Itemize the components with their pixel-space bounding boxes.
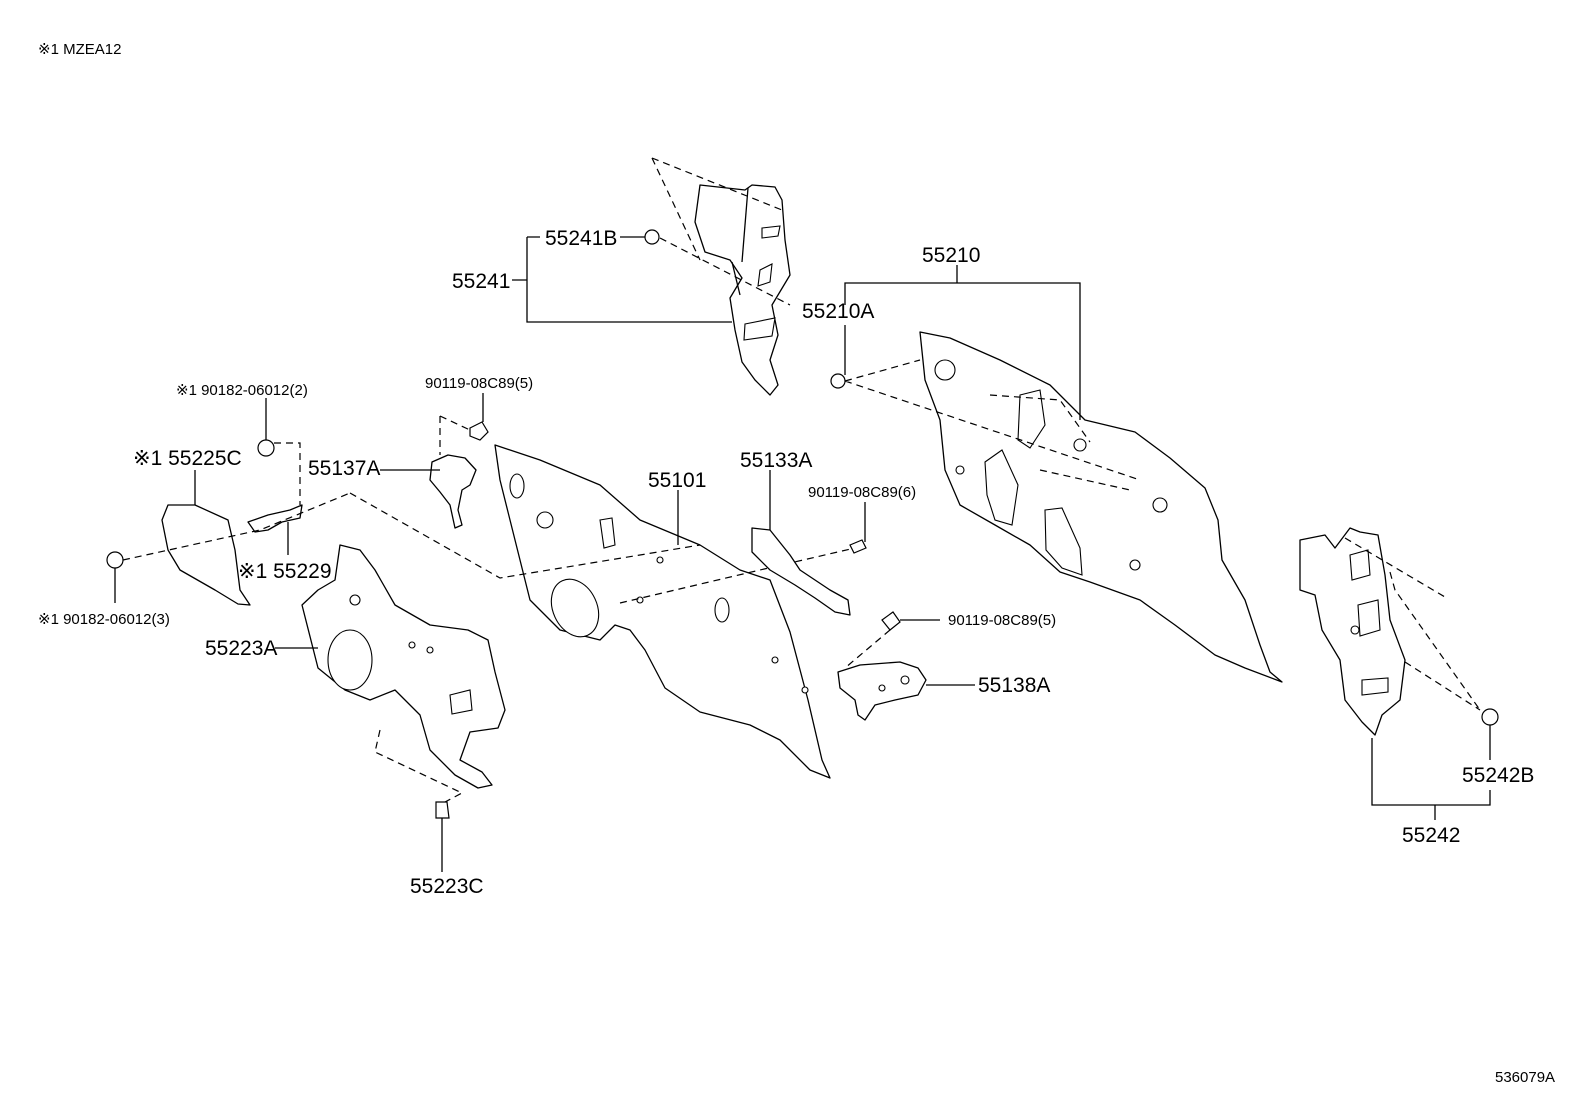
- diagram-number: 536079A: [1495, 1069, 1555, 1086]
- nut-90182-3: [106, 551, 124, 569]
- bracket-55133A: [751, 527, 851, 616]
- label-55225C: ※1 55225C: [133, 447, 242, 470]
- label-55223A: 55223A: [205, 637, 277, 660]
- bracket-55137A: [429, 454, 477, 529]
- label-55241: 55241: [452, 270, 510, 293]
- insulator-55242: [1299, 527, 1406, 736]
- bolt-90119-5-upper: [469, 421, 489, 441]
- bracket-55138A: [837, 661, 927, 721]
- bolt-90119-5-lower: [881, 611, 901, 631]
- bracket-55229: [247, 504, 303, 533]
- nut-90182-2: [257, 439, 275, 457]
- clip-55242B: [1481, 708, 1499, 726]
- clip-55241B: [644, 229, 660, 245]
- leader-lines: [114, 236, 1491, 872]
- model-note: ※1 MZEA12: [38, 41, 121, 58]
- label-55101: 55101: [648, 469, 706, 492]
- label-90182-06012-2: ※1 90182-06012(2): [176, 382, 308, 399]
- label-55242: 55242: [1402, 824, 1460, 847]
- label-55242B: 55242B: [1462, 764, 1534, 787]
- label-55241B: 55241B: [545, 227, 617, 250]
- label-55210: 55210: [922, 244, 980, 267]
- clip-55223C: [435, 801, 450, 819]
- label-90119-08C89-5-upper: 90119-08C89(5): [425, 375, 533, 392]
- label-55138A: 55138A: [978, 674, 1050, 697]
- bolt-90119-6: [849, 539, 867, 554]
- insulator-55101: [494, 444, 831, 779]
- silencer-55210: [919, 331, 1283, 683]
- insulator-55241: [694, 184, 791, 396]
- label-55137A: 55137A: [308, 457, 380, 480]
- insulator-55223A: [301, 544, 506, 789]
- label-55223C: 55223C: [410, 875, 484, 898]
- label-55133A: 55133A: [740, 449, 812, 472]
- label-55229: ※1 55229: [238, 560, 332, 583]
- label-90119-08C89-5-lower: 90119-08C89(5): [948, 612, 1056, 629]
- label-90119-08C89-6: 90119-08C89(6): [808, 484, 916, 501]
- clip-55210A: [830, 373, 846, 389]
- label-90182-06012-3: ※1 90182-06012(3): [38, 611, 170, 628]
- label-55210A: 55210A: [802, 300, 874, 323]
- cover-55225C: [161, 504, 251, 606]
